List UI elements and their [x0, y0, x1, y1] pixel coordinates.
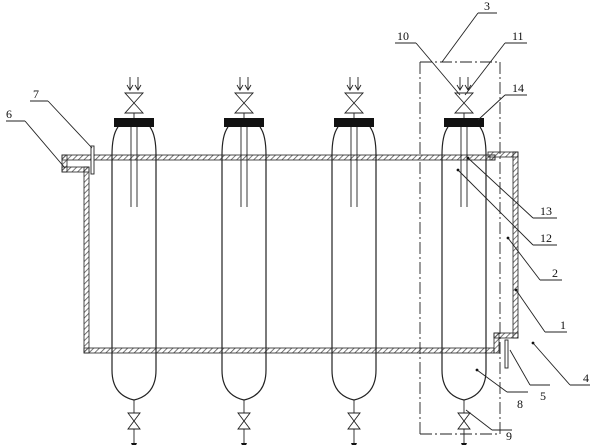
label-1: 1: [560, 318, 566, 332]
label-12: 12: [540, 231, 552, 245]
reactor-tube-1: [111, 76, 157, 445]
label-8: 8: [517, 397, 523, 411]
jacket-housing: [61, 151, 519, 354]
label-7: 7: [33, 87, 39, 101]
label-6: 6: [6, 107, 12, 121]
reactor-tube-2: [221, 76, 267, 445]
port-pin-left: [90, 145, 95, 175]
label-3: 3: [484, 0, 490, 13]
label-13: 13: [540, 204, 552, 218]
label-14: 14: [512, 81, 524, 95]
label-4: 4: [583, 371, 589, 385]
label-5: 5: [540, 389, 546, 403]
label-11: 11: [512, 29, 524, 43]
reactor-tube-3: [331, 76, 377, 445]
label-2: 2: [552, 266, 558, 280]
unit-boundary: [419, 61, 501, 435]
label-9: 9: [506, 429, 512, 443]
label-10: 10: [397, 29, 409, 43]
reactor-tube-4: [441, 76, 487, 445]
port-pin-right: [504, 339, 509, 369]
leader-lines: [6, 12, 590, 431]
